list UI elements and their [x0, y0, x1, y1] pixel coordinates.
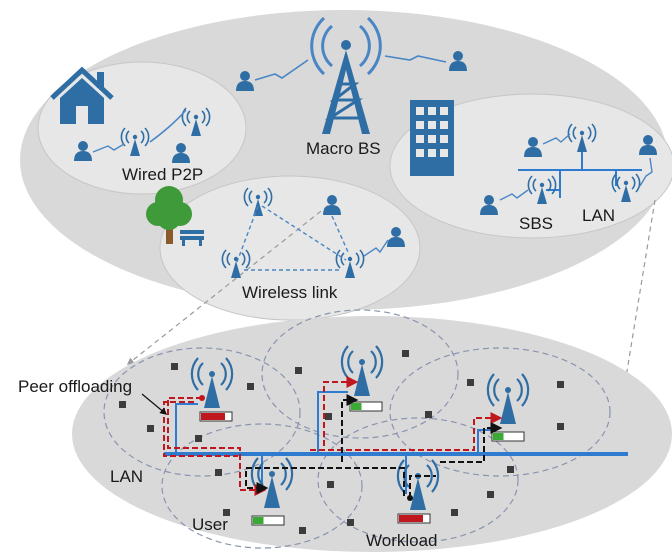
workload-bar-fill — [253, 517, 264, 524]
wired-p2p-label: Wired P2P — [122, 165, 203, 184]
user-square-icon — [171, 363, 178, 370]
lan-bottom-label: LAN — [110, 467, 143, 486]
building-icon — [410, 100, 454, 176]
user-square-icon — [451, 509, 458, 516]
zoom-line-left — [126, 199, 336, 365]
workload-bar-frame — [491, 431, 525, 442]
workload-bar-fill — [493, 433, 504, 440]
lan-label: LAN — [582, 206, 615, 225]
wireless-link-line — [254, 59, 309, 81]
cell-coverage-circles — [103, 309, 611, 549]
user-squares — [119, 350, 564, 534]
macro-tower-icon — [310, 16, 382, 134]
wireless-region — [159, 175, 421, 321]
workload-bar-frame — [251, 515, 285, 526]
workload-bars — [199, 401, 525, 526]
lan-drop-lines — [175, 391, 494, 494]
user-square-icon — [195, 435, 202, 442]
user-square-icon — [223, 509, 230, 516]
user-label: User — [192, 515, 228, 534]
user-square-icon — [347, 519, 354, 526]
user-square-icon — [467, 379, 474, 386]
tree-icon — [146, 186, 192, 244]
workload-bar-fill — [201, 413, 225, 420]
bench-icon — [180, 230, 204, 246]
peer-offloading-label: Peer offloading — [18, 377, 132, 396]
user-square-icon — [299, 527, 306, 534]
user-square-icon — [119, 401, 126, 408]
peer-offloading-paths — [163, 376, 503, 498]
lan-region — [389, 93, 672, 239]
workload-bar-fill — [351, 403, 362, 410]
wireless-link-line — [92, 143, 125, 153]
wireless-link-label: Wireless link — [242, 283, 338, 302]
workload-source-dot — [199, 395, 205, 401]
user-square-icon — [402, 350, 409, 357]
user-square-icon — [557, 423, 564, 430]
wireless-link-line — [639, 157, 653, 187]
user-square-icon — [325, 413, 332, 420]
wireless-link-line — [499, 189, 529, 201]
wired-p2p-link — [149, 109, 187, 143]
user-square-icon — [507, 466, 514, 473]
peer-offloading-pointer — [141, 393, 168, 415]
user-square-icon — [247, 383, 254, 390]
workload-source-dot — [407, 495, 413, 501]
user-square-icon — [425, 411, 432, 418]
user-square-icon — [147, 425, 154, 432]
user-square-icon — [295, 367, 302, 374]
user-square-icon — [327, 481, 334, 488]
wireless-link-line — [363, 239, 389, 257]
workload-label: Workload — [366, 531, 438, 550]
workload-bar-fill — [399, 515, 423, 522]
workload-bar-frame — [349, 401, 383, 412]
sbs-label: SBS — [519, 214, 553, 233]
wireless-link-line — [384, 55, 447, 63]
house-icon — [50, 66, 114, 124]
user-square-icon — [557, 381, 564, 388]
wireless-mesh-links — [236, 205, 349, 271]
user-square-icon — [215, 469, 222, 476]
user-square-icon — [487, 491, 494, 498]
wireless-link-line — [542, 133, 571, 145]
macro-bs-label: Macro BS — [306, 139, 381, 158]
